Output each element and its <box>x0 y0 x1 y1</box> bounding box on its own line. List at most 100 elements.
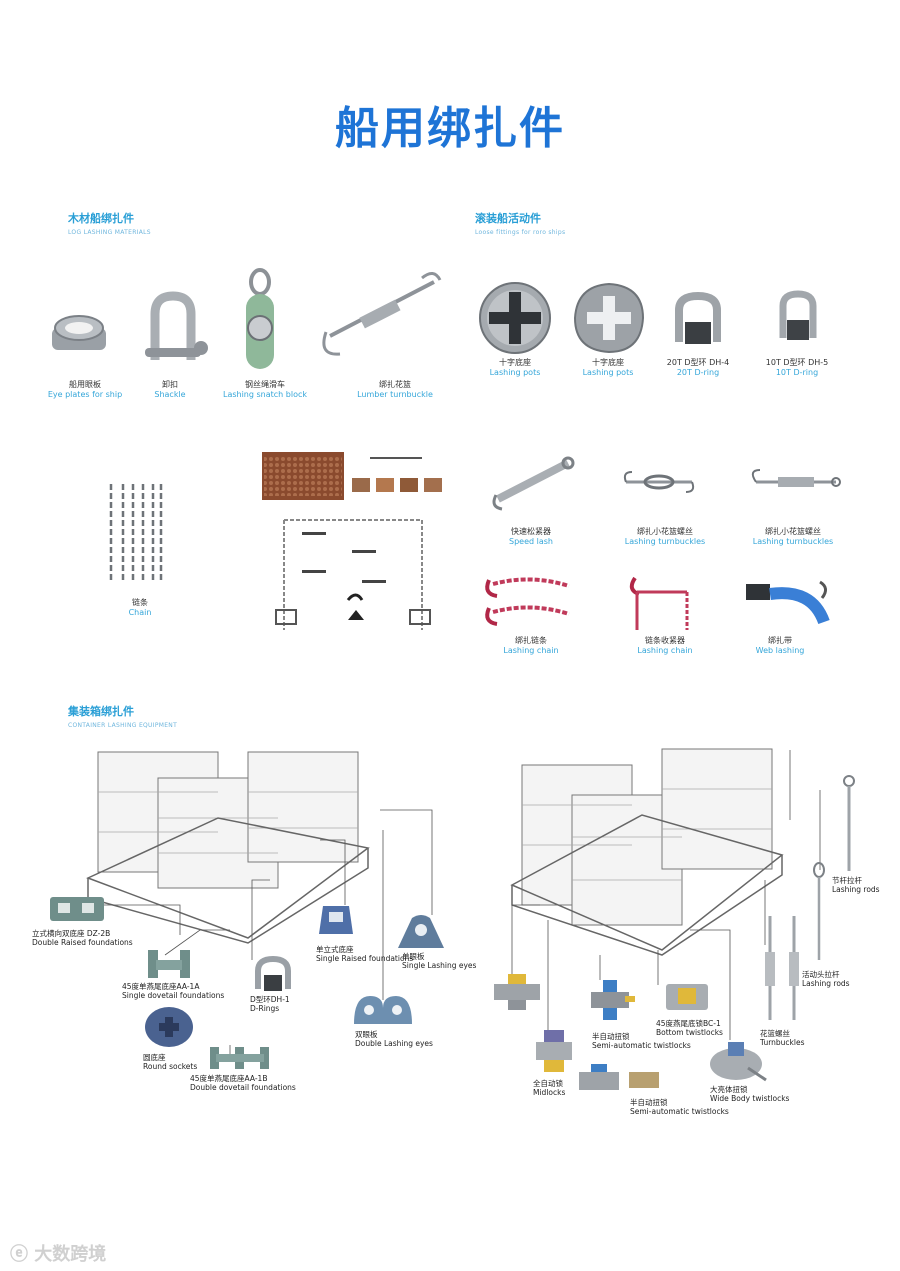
label-cn: 双眼板 <box>355 1030 378 1039</box>
label-en: D-Rings <box>250 1004 280 1013</box>
label-en: Semi-automatic twistlocks <box>630 1107 729 1116</box>
label-semi-auto-twistlock-1: 半自动扭锁 Semi-automatic twistlocks <box>592 1032 691 1050</box>
label-double-lashing-eye: 双眼板 Double Lashing eyes <box>355 1030 433 1048</box>
label-cn: 单眼板 <box>402 952 425 961</box>
roro-section-header: 滚装船活动件 Loose fittings for roro ships <box>475 210 565 236</box>
double-lashing-eye-image <box>354 996 412 1024</box>
label-en: Double dovetail foundations <box>190 1083 296 1092</box>
container-section-title: 集装箱绑扎件 <box>68 705 134 718</box>
caption-cn: 绑扎带 <box>768 636 792 645</box>
caption-d-ring-20t: 20T D型环 DH-4 20T D-ring <box>653 358 743 378</box>
caption-en: Chain <box>128 608 152 617</box>
container-section-header: 集装箱绑扎件 CONTAINER LASHING EQUIPMENT <box>68 703 177 729</box>
container-stack-illustration-left <box>86 751 370 944</box>
label-cn: 45度单燕尾底座AA-1A <box>122 982 200 991</box>
snatch-block-image <box>246 268 274 369</box>
double-dovetail-foundation-image <box>210 1047 269 1069</box>
caption-cn: 链条 <box>132 598 148 607</box>
label-cn: 单立式底座 <box>316 945 354 954</box>
label-en: Double Raised foundations <box>32 938 133 947</box>
caption-en: Lashing pots <box>582 368 634 377</box>
caption-lumber-turnbuckle: 绑扎花篮 Lumber turnbuckle <box>335 380 455 400</box>
log-section-header: 木材船绑扎件 LOG LASHING MATERIALS <box>68 210 151 236</box>
label-cn: 45度单燕尾底座AA-1B <box>190 1074 268 1083</box>
watermark-logo: ⓔ 大数跨境 <box>10 1240 106 1266</box>
caption-snatch-block: 钢丝绳滑车 Lashing snatch block <box>210 380 320 400</box>
container-stack-illustration-right <box>510 748 784 956</box>
web-lashing-image <box>746 580 830 625</box>
lashing-turnbuckle-image <box>751 469 841 487</box>
label-en: Double Lashing eyes <box>355 1039 433 1048</box>
label-en: Single dovetail foundations <box>122 991 225 1000</box>
label-bottom-twistlock: 45度燕尾底锁BC-1 Bottom twistlocks <box>656 1019 723 1037</box>
caption-en: Web lashing <box>755 646 805 655</box>
caption-cn: 10T D型环 DH-5 <box>765 358 829 367</box>
label-en: Round sockets <box>143 1062 198 1071</box>
container-section-subtitle: CONTAINER LASHING EQUIPMENT <box>68 722 178 729</box>
label-double-raised: 立式横向双底座 DZ-2B Double Raised foundations <box>32 929 133 947</box>
caption-en: 20T D-ring <box>676 368 720 377</box>
label-en: Midlocks <box>533 1088 566 1097</box>
lashing-turnbuckle-image <box>623 471 695 493</box>
caption-shackle: 卸扣 Shackle <box>125 380 215 400</box>
page-title: 船用绑扎件 <box>335 103 565 154</box>
bottom-twistlock-image <box>666 984 708 1010</box>
caption-cn: 20T D型环 DH-4 <box>666 358 730 367</box>
speed-lash-image <box>492 456 575 511</box>
semi-automatic-twistlock-image <box>579 1064 659 1090</box>
caption-en: 10T D-ring <box>775 368 819 377</box>
caption-lashing-chain: 绑扎链条 Lashing chain <box>486 636 576 656</box>
label-lashing-rod-2: 活动头拉杆 Lashing rods <box>802 970 850 988</box>
single-lashing-eye-image <box>398 915 444 948</box>
label-cn: 圆底座 <box>143 1053 166 1062</box>
caption-en: Lashing turnbuckles <box>624 537 706 546</box>
lashing-chain-image <box>485 577 570 626</box>
label-single-raised: 单立式底座 Single Raised foundations <box>316 945 413 963</box>
watermark-icon: ⓔ <box>10 1244 28 1265</box>
label-cn: 大亮体扭锁 <box>710 1085 748 1094</box>
lashing-rod-image <box>843 775 855 871</box>
label-semi-auto-twistlock-2: 半自动扭锁 Semi-automatic twistlocks <box>630 1098 729 1116</box>
label-turnbuckles: 花篮螺丝 Turnbuckles <box>760 1029 805 1047</box>
watermark-text: 大数跨境 <box>34 1244 107 1265</box>
caption-lashing-pot-2: 十字底座 Lashing pots <box>563 358 653 378</box>
roro-section-title: 滚装船活动件 <box>475 212 541 225</box>
label-cn: 半自动扭锁 <box>630 1098 668 1107</box>
label-double-dovetail: 45度单燕尾底座AA-1B Double dovetail foundation… <box>190 1074 296 1092</box>
caption-cn: 链条收紧器 <box>645 636 685 645</box>
d-ring-dh1-image <box>255 955 291 991</box>
midlock-top-image <box>494 974 540 1010</box>
caption-lashing-turnbuckle-2: 绑扎小花篮螺丝 Lashing turnbuckles <box>738 527 848 547</box>
caption-cn: 绑扎小花篮螺丝 <box>765 527 821 536</box>
caption-lashing-pot-1: 十字底座 Lashing pots <box>470 358 560 378</box>
caption-en: Lashing turnbuckles <box>752 537 834 546</box>
label-cn: 活动头拉杆 <box>802 970 840 979</box>
caption-en: Lashing chain <box>503 646 559 655</box>
caption-lashing-turnbuckle-1: 绑扎小花篮螺丝 Lashing turnbuckles <box>610 527 720 547</box>
caption-cn: 快速松紧器 <box>511 527 551 536</box>
caption-d-ring-10t: 10T D型环 DH-5 10T D-ring <box>752 358 842 378</box>
log-section-subtitle: LOG LASHING MATERIALS <box>68 229 151 236</box>
caption-cn: 绑扎小花篮螺丝 <box>637 527 693 536</box>
caption-web-lashing: 绑扎带 Web lashing <box>735 636 825 656</box>
label-cn: 节杆拉杆 <box>832 876 862 885</box>
double-raised-foundation-image <box>50 897 104 921</box>
d-ring-20t-image <box>675 291 721 344</box>
eye-plate-image <box>52 315 106 350</box>
label-single-dovetail: 45度单燕尾底座AA-1A Single dovetail foundation… <box>122 982 224 1000</box>
log-section-title: 木材船绑扎件 <box>68 212 134 225</box>
lashing-pot-image <box>573 282 645 354</box>
label-cn: 45度燕尾底锁BC-1 <box>656 1019 721 1028</box>
single-dovetail-foundation-image <box>148 950 190 978</box>
midlock-image <box>536 1030 572 1072</box>
chain-tensioner-image <box>629 576 689 630</box>
label-en: Bottom twistlocks <box>656 1028 723 1037</box>
caption-cn: 绑扎花篮 <box>379 380 411 389</box>
label-en: Turnbuckles <box>760 1038 805 1047</box>
caption-cn: 卸扣 <box>162 380 178 389</box>
roro-section-subtitle: Loose fittings for roro ships <box>475 229 566 236</box>
lumber-turnbuckle-image <box>322 272 442 356</box>
shackle-image <box>145 291 208 360</box>
